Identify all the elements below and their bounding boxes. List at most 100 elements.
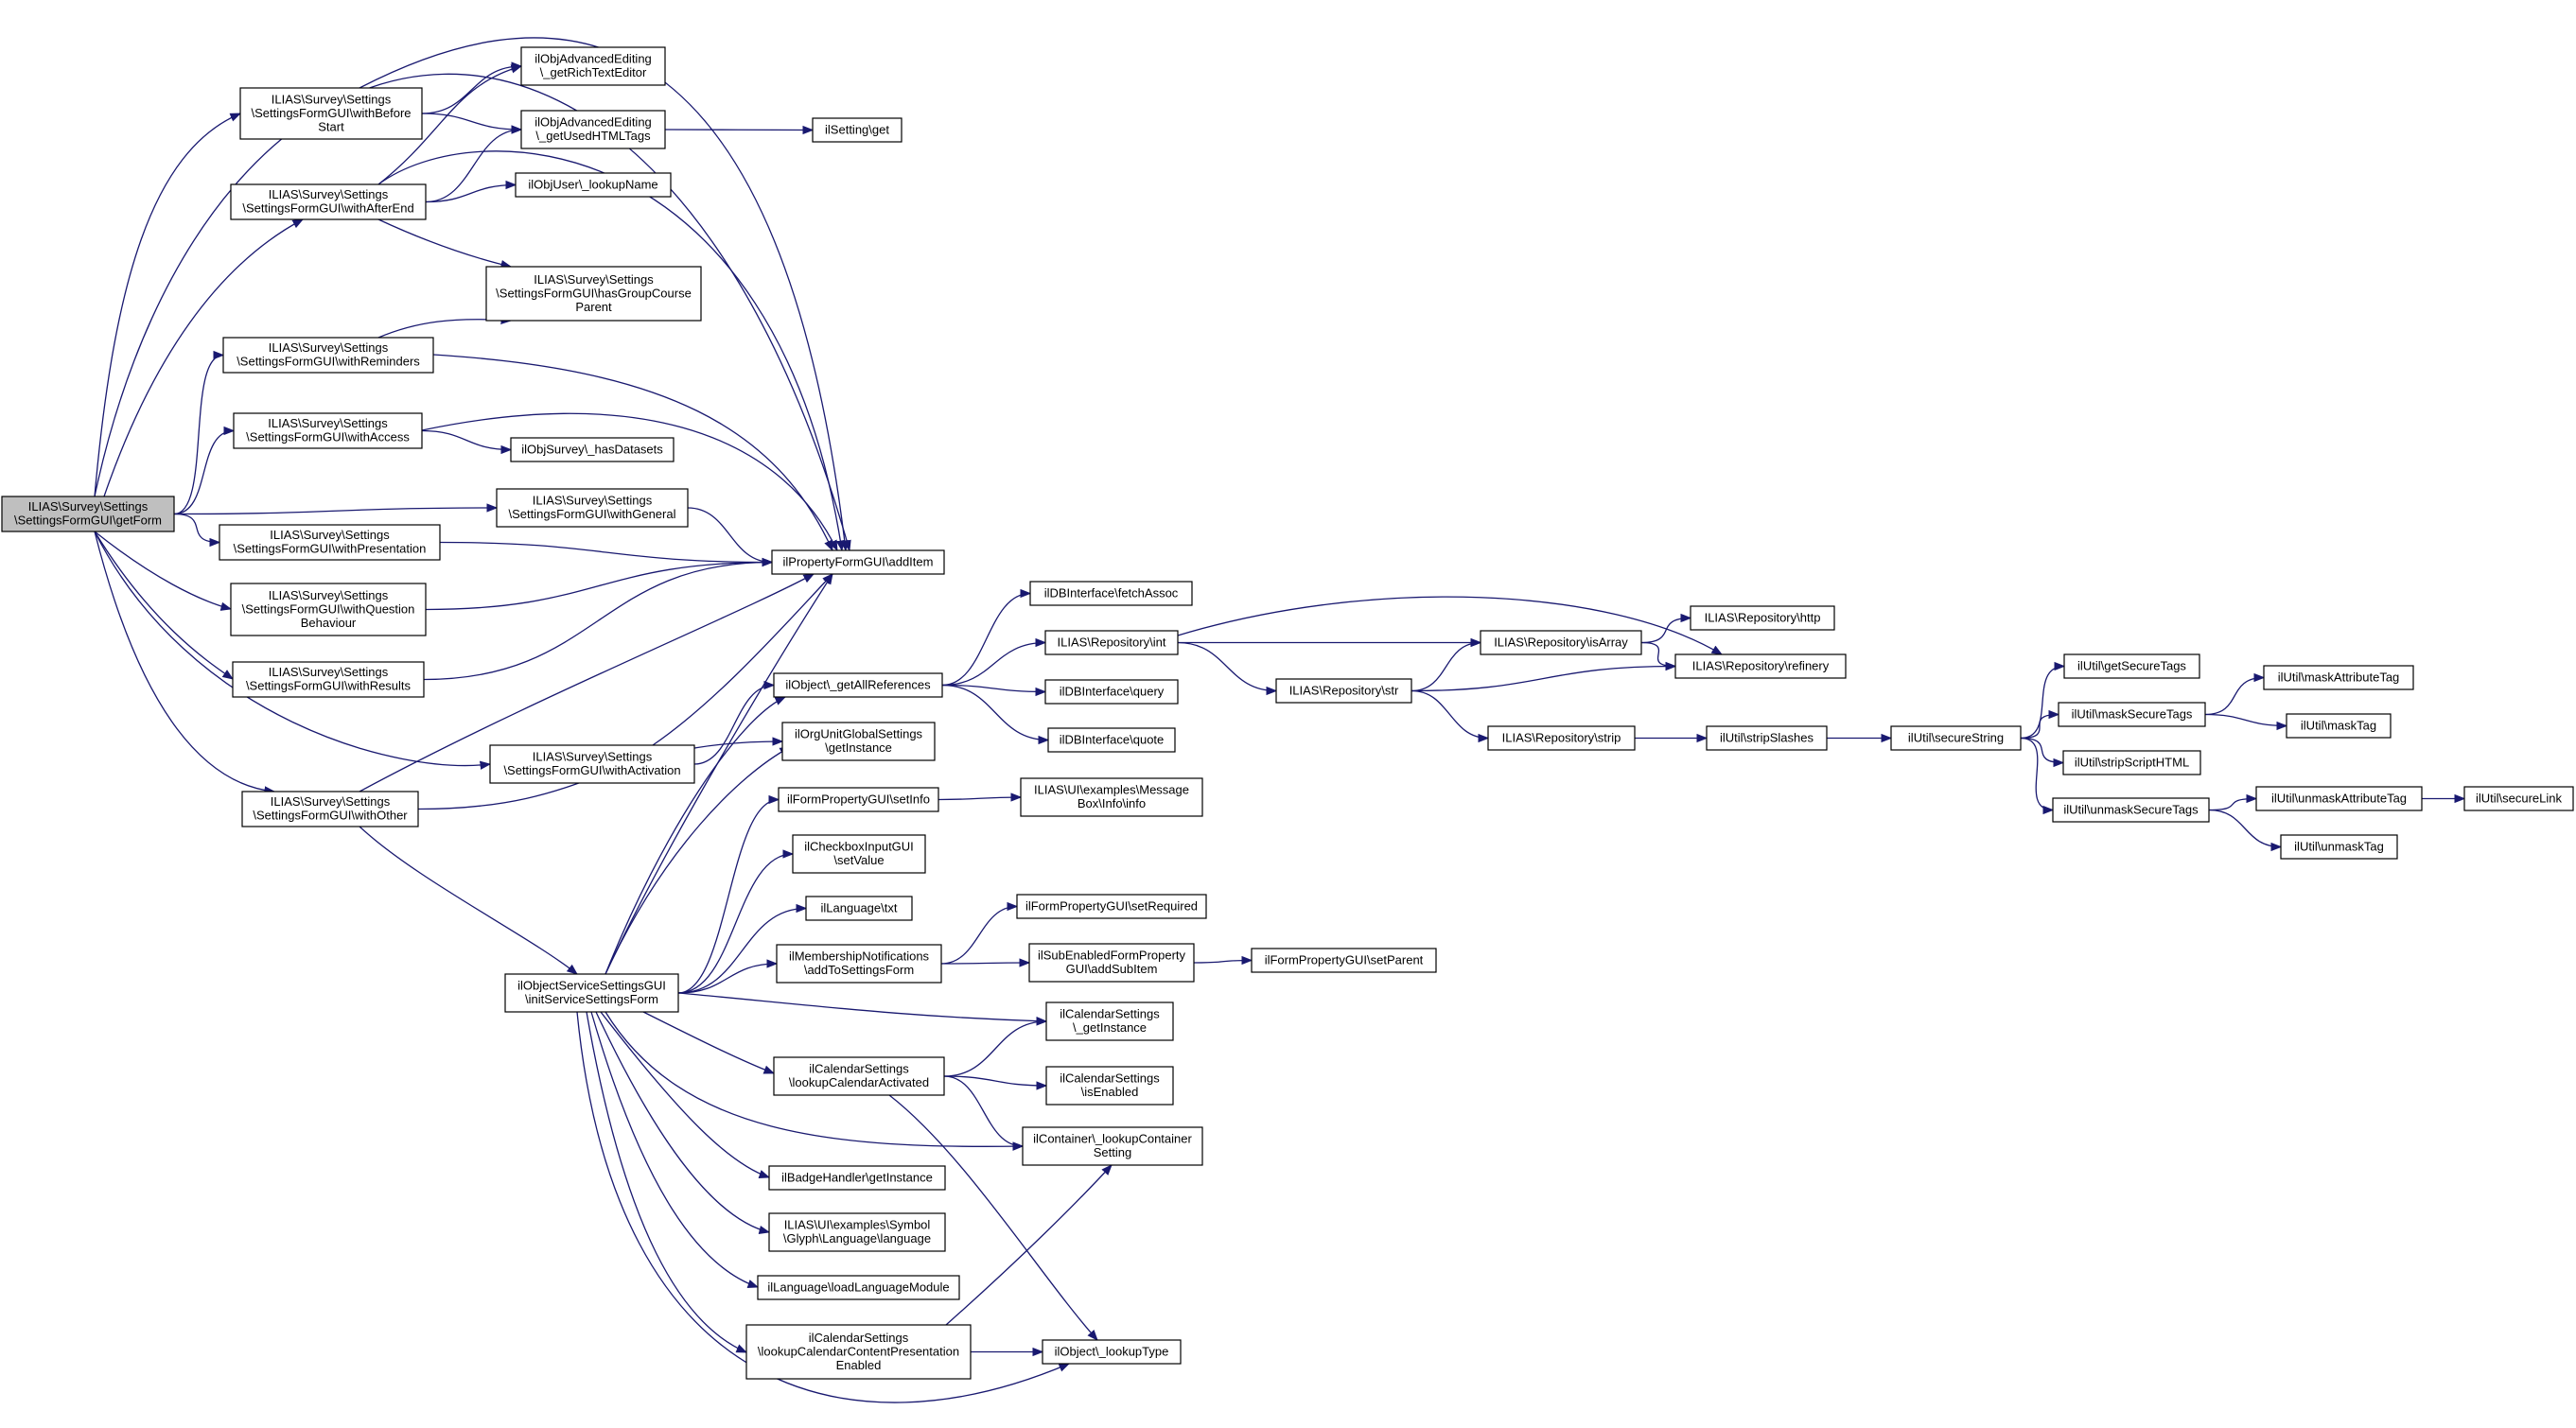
graph-node[interactable]: ilUtil\maskAttributeTag	[2263, 665, 2414, 690]
node-label-line: ilPropertyFormGUI\addItem	[783, 554, 934, 568]
graph-node[interactable]: ilFormPropertyGUI\setInfo	[778, 787, 939, 812]
graph-node[interactable]: ilDBInterface\fetchAssoc	[1029, 581, 1193, 606]
edge-line	[677, 959, 779, 994]
graph-node[interactable]: ilLanguage\loadLanguageModule	[757, 1275, 960, 1300]
graph-node[interactable]: ILIAS\Repository\str	[1275, 678, 1412, 704]
node-box	[1022, 1126, 1203, 1166]
graph-node[interactable]: ilObject\_getAllReferences	[773, 672, 943, 698]
graph-node[interactable]: ILIAS\Repository\refinery	[1674, 653, 1847, 679]
node-label-line: ilFormPropertyGUI\setRequired	[1025, 898, 1198, 913]
edge-n42-n44	[1640, 613, 1692, 644]
graph-node[interactable]: ILIAS\Survey\Settings\SettingsFormGUI\wi…	[230, 583, 427, 636]
edge-n0-n2	[103, 218, 305, 497]
node-label-line: \lookupCalendarActivated	[789, 1075, 929, 1089]
graph-node[interactable]: ilObjSurvey\_hasDatasets	[510, 437, 675, 462]
node-box	[1487, 725, 1636, 751]
graph-node[interactable]: ilCheckboxInputGUI\setValue	[792, 834, 926, 874]
graph-node[interactable]: ILIAS\Survey\Settings\SettingsFormGUI\wi…	[219, 524, 441, 561]
edge-line	[94, 531, 233, 611]
node-box	[485, 266, 702, 322]
graph-node[interactable]: ilDBInterface\quote	[1047, 727, 1176, 753]
edge-line	[888, 1094, 1098, 1341]
graph-node[interactable]: ilSetting\get	[812, 117, 902, 143]
graph-node[interactable]: ilObjectServiceSettingsGUI\initServiceSe…	[504, 973, 679, 1013]
graph-node[interactable]: ILIAS\Survey\Settings\SettingsFormGUI\ha…	[485, 266, 702, 322]
edge-n31-n45	[1177, 596, 1724, 655]
edge-n18-n26	[600, 1011, 771, 1178]
graph-node[interactable]: ILIAS\UI\examples\Symbol\Glyph\Language\…	[768, 1212, 946, 1252]
graph-node[interactable]: ILIAS\Survey\Settings\SettingsFormGUI\wi…	[233, 412, 423, 449]
graph-node[interactable]: ILIAS\Repository\isArray	[1480, 630, 1642, 655]
graph-node[interactable]: ilUtil\getSecureTags	[2063, 653, 2200, 679]
edge-line	[2020, 737, 2065, 768]
graph-node[interactable]: ilObjAdvancedEditing\_getRichTextEditor	[520, 46, 666, 86]
node-label-line: ILIAS\Repository\isArray	[1494, 635, 1628, 649]
graph-node[interactable]: ilUtil\secureLink	[2463, 786, 2574, 811]
graph-node[interactable]: ilCalendarSettings\isEnabled	[1045, 1066, 1174, 1106]
node-box	[773, 1056, 945, 1096]
node-label-line: ilContainer\_lookupContainer	[1033, 1132, 1192, 1146]
edge-n0-n15	[94, 531, 492, 770]
root-node[interactable]: ILIAS\Survey\Settings\SettingsFormGUI\ge…	[1, 496, 175, 532]
graph-node[interactable]: ILIAS\Survey\Settings\SettingsFormGUI\wi…	[496, 488, 689, 528]
graph-node[interactable]: ilFormPropertyGUI\setRequired	[1016, 894, 1207, 919]
node-box	[2263, 665, 2414, 690]
node-label-line: \SettingsFormGUI\withResults	[246, 679, 412, 693]
edge-line	[2208, 793, 2258, 811]
node-box	[520, 110, 666, 149]
graph-node[interactable]: ILIAS\Survey\Settings\SettingsFormGUI\wi…	[230, 183, 427, 220]
graph-node[interactable]: ILIAS\Repository\int	[1044, 630, 1179, 655]
graph-node[interactable]: ILIAS\Repository\strip	[1487, 725, 1636, 751]
node-label-line: ILIAS\Survey\Settings	[268, 416, 388, 430]
edge-line	[423, 557, 774, 681]
graph-node[interactable]: ilCalendarSettings\lookupCalendarContent…	[745, 1324, 972, 1380]
graph-node[interactable]: ilUtil\unmaskSecureTags	[2052, 797, 2210, 823]
graph-node[interactable]: ILIAS\Repository\http	[1690, 605, 1835, 631]
node-label-line: ilSubEnabledFormProperty	[1038, 949, 1186, 963]
graph-node[interactable]: ilUtil\maskTag	[2286, 713, 2392, 739]
edge-line	[173, 350, 225, 515]
graph-node[interactable]: ilUtil\unmaskAttributeTag	[2255, 786, 2423, 811]
graph-node[interactable]: ilObject\_lookupType	[1042, 1339, 1182, 1365]
node-label-line: Behaviour	[301, 616, 357, 630]
graph-node[interactable]: ilFormPropertyGUI\setParent	[1251, 948, 1437, 973]
graph-node[interactable]: ILIAS\Survey\Settings\SettingsFormGUI\wi…	[239, 87, 423, 140]
edge-line	[359, 826, 578, 975]
graph-node[interactable]: ILIAS\Survey\Settings\SettingsFormGUI\wi…	[489, 744, 695, 784]
graph-node[interactable]: ilObjUser\_lookupName	[515, 172, 672, 198]
graph-node[interactable]: ilMembershipNotifications\addToSettingsF…	[776, 944, 942, 984]
graph-node[interactable]: ilUtil\stripSlashes	[1706, 725, 1828, 751]
node-label-line: ilSetting\get	[825, 122, 889, 136]
edge-n1-n10	[421, 113, 523, 134]
edge-n25-n38	[943, 1075, 1048, 1090]
graph-node[interactable]: ilOrgUnitGlobalSettings\getInstance	[781, 722, 936, 761]
edge-line	[941, 684, 1050, 745]
node-label-line: \SettingsFormGUI\withQuestion	[242, 601, 415, 616]
edge-n7-n16	[423, 557, 774, 681]
edge-n0-n5	[173, 513, 221, 548]
graph-node[interactable]: ILIAS\Survey\Settings\SettingsFormGUI\wi…	[241, 791, 419, 827]
graph-node[interactable]: ilLanguage\txt	[805, 896, 913, 921]
graph-node[interactable]: ILIAS\Survey\Settings\SettingsFormGUI\wi…	[232, 661, 425, 698]
graph-node[interactable]: ILIAS\Survey\Settings\SettingsFormGUI\wi…	[222, 337, 434, 374]
graph-node[interactable]: ilPropertyFormGUI\addItem	[771, 549, 945, 575]
graph-node[interactable]: ilUtil\unmaskTag	[2280, 834, 2398, 860]
graph-node[interactable]: ilBadgeHandler\getInstance	[768, 1165, 946, 1191]
graph-node[interactable]: ilObjAdvancedEditing\_getUsedHTMLTags	[520, 110, 666, 149]
graph-node[interactable]: ilUtil\secureString	[1890, 725, 2022, 751]
graph-node[interactable]: ilUtil\maskSecureTags	[2058, 702, 2206, 727]
node-label-line: ILIAS\Repository\refinery	[1692, 658, 1830, 672]
node-label-line: ilUtil\secureLink	[2476, 791, 2563, 805]
node-label-line: ILIAS\Repository\strip	[1502, 730, 1621, 744]
graph-node[interactable]: ilUtil\stripScriptHTML	[2062, 750, 2201, 775]
graph-node[interactable]: ilDBInterface\query	[1044, 679, 1179, 705]
node-label-line: \addToSettingsForm	[804, 963, 914, 977]
edge-n18-n39	[605, 1011, 1025, 1151]
node-box	[222, 337, 434, 374]
node-box	[504, 973, 679, 1013]
graph-node[interactable]: ilCalendarSettings\lookupCalendarActivat…	[773, 1056, 945, 1096]
graph-node[interactable]: ilCalendarSettings\_getInstance	[1045, 1001, 1174, 1041]
